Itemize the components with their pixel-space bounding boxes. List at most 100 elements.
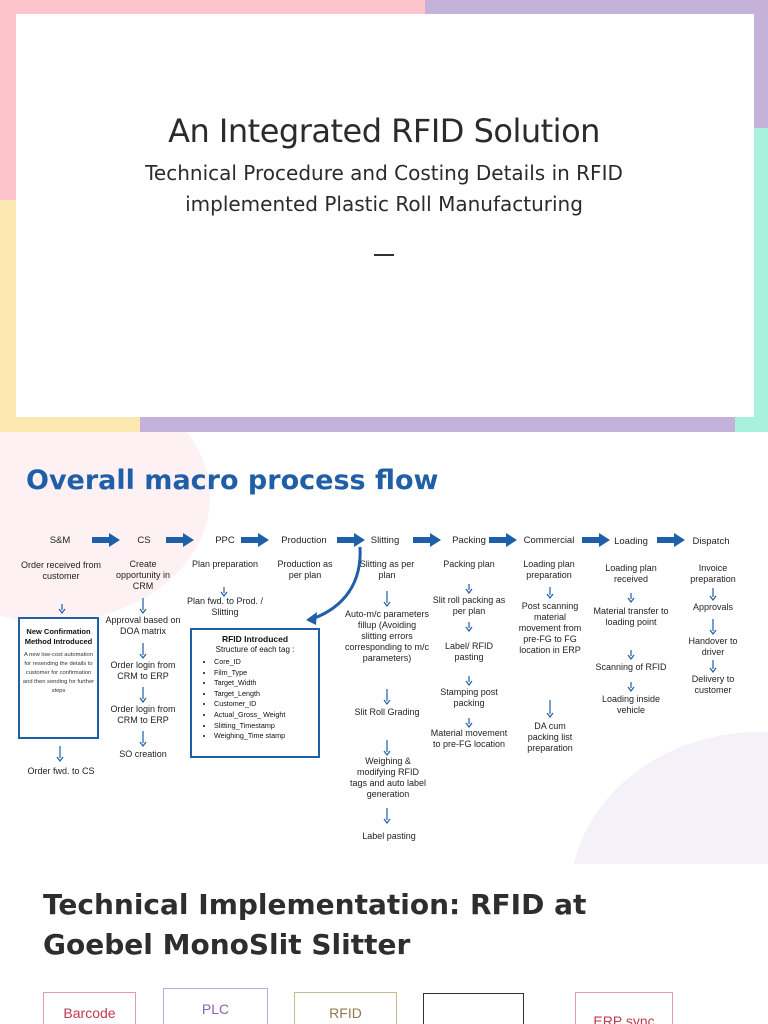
rfid-field: Target_Width <box>214 678 318 689</box>
rfid-tag-fields: Core_ID Film_Type Target_Width Target_Le… <box>214 657 318 742</box>
arrow-down-icon <box>627 682 635 692</box>
sm-order-received: Order received from customer <box>20 560 102 581</box>
sm-order-fwd: Order fwd. to CS <box>27 766 95 776</box>
arrow-right-icon <box>166 533 194 547</box>
tag-box <box>423 993 524 1024</box>
barcode-label: Barcode <box>63 1005 116 1021</box>
arrow-down-icon <box>709 619 717 635</box>
packing-material-movement: Material movement to pre-FG location <box>430 728 508 749</box>
dispatch-delivery: Delivery to customer <box>691 674 735 695</box>
subtitle-line-1: Technical Procedure and Costing Details … <box>145 161 623 185</box>
production-as-per-plan: Production as per plan <box>277 559 333 580</box>
title-card <box>16 14 754 417</box>
commercial-post-scanning: Post scanning material movement from pre… <box>518 601 582 655</box>
arrow-down-icon <box>627 593 635 603</box>
arrow-right-icon <box>241 533 269 547</box>
stage-commercial: Commercial <box>523 535 575 546</box>
rfid-field: Slitting_Timestamp <box>214 721 318 732</box>
arrow-right-icon <box>582 533 610 547</box>
dispatch-handover: Handover to driver <box>688 636 738 657</box>
curved-arrow-icon <box>306 546 362 625</box>
packing-plan: Packing plan <box>443 559 495 569</box>
slitting-label-pasting: Label pasting <box>362 831 416 841</box>
arrow-down-icon <box>383 689 391 705</box>
arrow-down-icon <box>139 731 147 747</box>
technical-title-line-1: Technical Implementation: RFID at <box>43 888 587 921</box>
technical-implementation-slide: Technical Implementation: RFID at Goebel… <box>0 864 768 1024</box>
cs-approval: Approval based on DOA matrix <box>105 615 181 636</box>
plc-box: PLC <box>163 988 268 1024</box>
rfid-box-title: RFID Introduced <box>221 634 289 644</box>
loading-inside-vehicle: Loading inside vehicle <box>601 694 661 715</box>
arrow-right-icon <box>657 533 685 547</box>
rfid-field: Core_ID <box>214 657 318 668</box>
cs-order-login-2: Order login from CRM to ERP <box>110 704 176 725</box>
cs-create-opportunity: Create opportunity in CRM <box>115 559 171 591</box>
ppc-plan-preparation: Plan preparation <box>191 559 259 569</box>
slitting-auto-params: Auto-m/c parameters fillup (Avoiding sli… <box>344 609 430 663</box>
arrow-down-icon <box>546 587 554 599</box>
technical-title-line-2: Goebel MonoSlit Slitter <box>43 928 411 961</box>
rfid-field: Customer_ID <box>214 699 318 710</box>
arrow-down-icon <box>465 622 473 632</box>
packing-stamping: Stamping post packing <box>440 687 498 708</box>
stage-cs: CS <box>137 535 151 546</box>
slitting-roll-grading: Slit Roll Grading <box>354 707 420 717</box>
packing-slit-roll: Slit roll packing as per plan <box>432 595 506 616</box>
stage-sm: S&M <box>49 535 71 546</box>
cs-order-login-1: Order login from CRM to ERP <box>110 660 176 681</box>
arrow-down-icon <box>627 650 635 660</box>
erp-sync-label: ERP sync <box>593 1013 655 1024</box>
flow-title: Overall macro process flow <box>26 465 439 496</box>
stage-slitting: Slitting <box>370 535 400 546</box>
arrow-down-icon <box>383 591 391 607</box>
slitting-as-per-plan: Slitting as per plan <box>359 559 415 580</box>
slide-subtitle: Technical Procedure and Costing Details … <box>0 158 768 220</box>
arrow-down-icon <box>383 740 391 756</box>
technical-title: Technical Implementation: RFID at Goebel… <box>43 885 586 965</box>
slitting-weighing: Weighing & modifying RFID tags and auto … <box>349 756 427 799</box>
arrow-down-icon <box>465 676 473 686</box>
arrow-right-icon <box>337 533 365 547</box>
arrow-right-icon <box>413 533 441 547</box>
arrow-down-icon <box>546 700 554 718</box>
packing-label-rfid: Label/ RFID pasting <box>444 641 494 662</box>
arrow-down-icon <box>709 588 717 601</box>
arrow-down-icon <box>383 808 391 824</box>
loading-plan-received: Loading plan received <box>605 563 657 584</box>
title-divider <box>374 254 394 256</box>
subtitle-line-2: implemented Plastic Roll Manufacturing <box>185 192 583 216</box>
commercial-loading-plan: Loading plan preparation <box>523 559 575 580</box>
rfid-box: RFID <box>294 992 397 1024</box>
process-flow-slide: Overall macro process flow S&M CS PPC Pr… <box>0 432 768 864</box>
commercial-da-packing-list: DA cum packing list preparation <box>527 721 573 753</box>
arrow-down-icon <box>139 687 147 703</box>
title-slide: An Integrated RFID Solution Technical Pr… <box>0 0 768 432</box>
ppc-plan-fwd: Plan fwd. to Prod. / Slitting <box>186 596 264 617</box>
new-confirmation-box: New Confirmation Method Introduced A new… <box>18 617 99 739</box>
rfid-field: Actual_Gross_ Weight <box>214 710 318 721</box>
rfid-field: Target_Length <box>214 689 318 700</box>
new-confirmation-text: A new low-cost automation for resending … <box>22 652 95 694</box>
rfid-introduced-box: RFID Introduced Structure of each tag : … <box>190 628 320 758</box>
erp-sync-box: ERP sync <box>575 992 673 1024</box>
rfid-field: Film_Type <box>214 668 318 679</box>
stage-packing: Packing <box>452 535 486 546</box>
cs-so-creation: SO creation <box>119 749 167 759</box>
arrow-right-icon <box>489 533 517 547</box>
arrow-right-icon <box>92 533 120 547</box>
stage-loading: Loading <box>614 536 648 547</box>
arrow-down-icon <box>139 598 147 614</box>
slide-title: An Integrated RFID Solution <box>168 112 600 150</box>
loading-scanning-rfid: Scanning of RFID <box>595 662 667 672</box>
rfid-label: RFID <box>329 1005 362 1021</box>
arrow-down-icon <box>220 587 228 597</box>
stage-dispatch: Dispatch <box>692 536 730 547</box>
barcode-box: Barcode <box>43 992 136 1024</box>
stage-ppc: PPC <box>215 535 235 546</box>
stage-production: Production <box>281 535 327 546</box>
plc-label: PLC <box>201 1001 230 1017</box>
arrow-down-icon <box>465 718 473 728</box>
loading-material-transfer: Material transfer to loading point <box>593 606 669 627</box>
